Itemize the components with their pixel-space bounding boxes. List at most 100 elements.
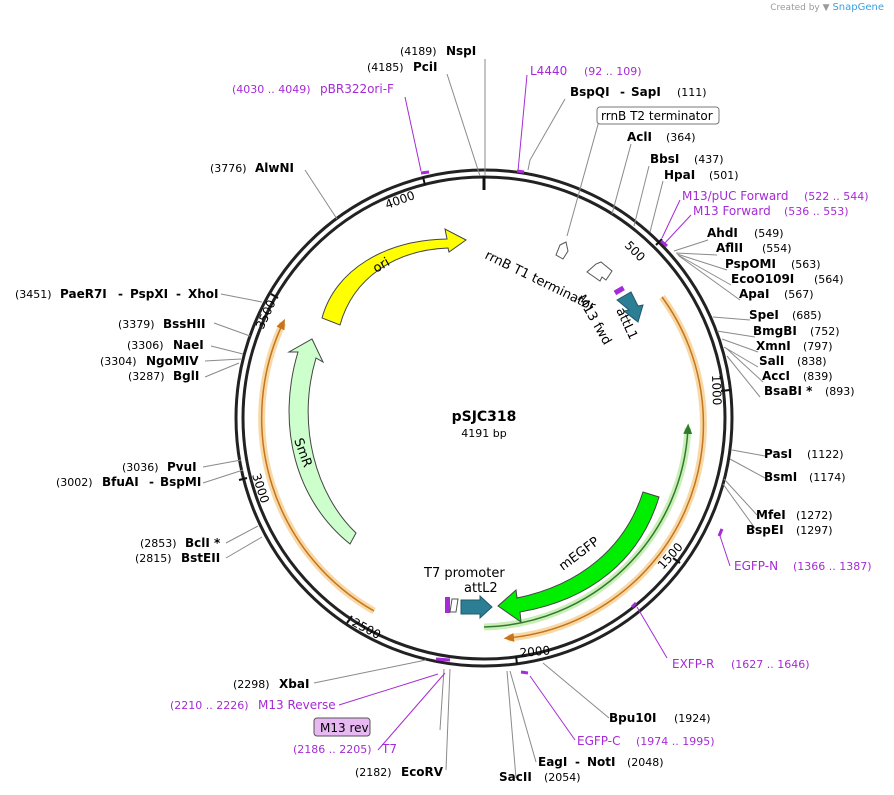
svg-text:NaeI: NaeI — [173, 338, 204, 352]
svg-text:(752): (752) — [810, 325, 840, 338]
svg-text:BsmI: BsmI — [764, 470, 797, 484]
svg-text:-: - — [575, 755, 580, 769]
credit-prefix: Created by — [770, 3, 820, 13]
svg-text:(685): (685) — [792, 309, 822, 322]
leader-lines-right — [439, 59, 766, 779]
primer-label-pbr322ori-f: (4030 .. 4049) pBR322ori-F — [232, 82, 394, 96]
orange-arc-left — [258, 321, 376, 615]
svg-text:BclI *: BclI * — [185, 536, 221, 550]
svg-text:(501): (501) — [709, 169, 739, 182]
svg-text:(364): (364) — [666, 131, 696, 144]
site-label-bfuai-bspmi: (3002) BfuAI - BspMI — [56, 475, 201, 489]
ori-label: ori — [371, 255, 393, 276]
svg-text:(3379): (3379) — [118, 318, 155, 331]
backbone-outer — [234, 168, 734, 668]
site-label-apai: ApaI (567) — [739, 287, 814, 301]
primer-label-m13-puc-forward: M13/pUC Forward (522 .. 544) — [682, 189, 869, 203]
svg-text:(111): (111) — [677, 86, 707, 99]
svg-text:rrnB T2 terminator: rrnB T2 terminator — [601, 109, 713, 123]
site-label-bpu10i: Bpu10I (1924) — [609, 711, 711, 725]
svg-text:PspXI: PspXI — [130, 287, 168, 301]
t7-promoter-feature — [449, 598, 459, 613]
svg-text:PaeR7I: PaeR7I — [60, 287, 107, 301]
svg-text:(1974 .. 1995): (1974 .. 1995) — [636, 735, 715, 748]
svg-text:BglI: BglI — [173, 369, 199, 383]
svg-text:NspI: NspI — [446, 44, 476, 58]
svg-text:AflII: AflII — [716, 241, 743, 255]
site-label-xbai: (2298) XbaI — [233, 677, 309, 691]
site-label-xmni: XmnI (797) — [756, 339, 833, 353]
svg-text:BstEII: BstEII — [181, 551, 220, 565]
svg-text:(2186 .. 2205): (2186 .. 2205) — [293, 743, 372, 756]
tick-label-4000: 4000 — [383, 188, 416, 212]
primer-label-m13-reverse: (2210 .. 2226) M13 Reverse — [170, 698, 336, 712]
svg-text:(1122): (1122) — [807, 448, 844, 461]
svg-text:-: - — [118, 287, 123, 301]
svg-text:AccI: AccI — [762, 369, 790, 383]
svg-text:SalI: SalI — [759, 354, 784, 368]
attl2-feature — [460, 594, 493, 620]
t7-marker — [445, 597, 450, 613]
tick-label-2000: 2000 — [519, 643, 551, 660]
site-label-bgli: (3287) BglI — [128, 369, 199, 383]
svg-text:SpeI: SpeI — [749, 308, 779, 322]
svg-text:BfuAI: BfuAI — [102, 475, 139, 489]
site-label-bbsi: BbsI (437) — [650, 152, 724, 166]
svg-text:(2298): (2298) — [233, 678, 270, 691]
svg-text:-: - — [176, 287, 181, 301]
plasmid-length: 4191 bp — [461, 427, 506, 440]
site-label-spei: SpeI (685) — [749, 308, 822, 322]
tick-label-500: 500 — [622, 238, 648, 264]
svg-text:(437): (437) — [694, 153, 724, 166]
svg-text:M13/pUC Forward: M13/pUC Forward — [682, 189, 789, 203]
svg-text:(563): (563) — [791, 258, 821, 271]
svg-text:AclI: AclI — [627, 130, 652, 144]
svg-text:M13 Forward: M13 Forward — [693, 204, 771, 218]
svg-text:PciI: PciI — [413, 60, 438, 74]
svg-text:(2054): (2054) — [544, 771, 581, 784]
site-label-ahdi: AhdI (549) — [707, 226, 784, 240]
svg-text:(554): (554) — [762, 242, 792, 255]
svg-text:(797): (797) — [803, 340, 833, 353]
svg-text:BsaBI *: BsaBI * — [764, 384, 813, 398]
svg-text:NgoMIV: NgoMIV — [146, 354, 199, 368]
svg-text:(839): (839) — [803, 370, 833, 383]
ori-feature — [321, 228, 467, 326]
svg-text:XhoI: XhoI — [188, 287, 219, 301]
svg-text:BmgBI: BmgBI — [753, 324, 797, 338]
svg-text:EcoO109I: EcoO109I — [731, 272, 794, 286]
svg-text:(1924): (1924) — [674, 712, 711, 725]
site-label-bsshii: (3379) BssHII — [118, 317, 205, 331]
rrnb-t2-box: rrnB T2 terminator — [596, 106, 720, 125]
site-label-acli: AclI (364) — [627, 130, 696, 144]
svg-text:-: - — [149, 475, 154, 489]
svg-text:(3036): (3036) — [122, 461, 159, 474]
site-label-bspei: BspEI (1297) — [746, 523, 833, 537]
svg-text:EcoRV: EcoRV — [401, 765, 444, 779]
primer-label-l4440: L4440 (92 .. 109) — [530, 64, 642, 78]
tick-label-3500: 3500 — [253, 298, 279, 332]
snapgene-logo-icon: ▼ — [822, 3, 830, 13]
site-label-pcii: (4185) PciI — [367, 60, 438, 74]
primer-marks — [420, 169, 724, 675]
svg-text:XmnI: XmnI — [756, 339, 791, 353]
svg-text:(3306): (3306) — [127, 339, 164, 352]
svg-text:(1297): (1297) — [796, 524, 833, 537]
svg-text:T7: T7 — [381, 742, 397, 756]
smr-feature — [287, 338, 357, 545]
svg-text:(4185): (4185) — [367, 61, 404, 74]
svg-text:PvuI: PvuI — [167, 460, 197, 474]
tick-label-1000: 1000 — [709, 375, 724, 406]
svg-text:BspEI: BspEI — [746, 523, 784, 537]
svg-text:(564): (564) — [814, 273, 844, 286]
svg-text:(536 .. 553): (536 .. 553) — [784, 205, 849, 218]
attl1-feature — [616, 291, 644, 323]
svg-text:SacII: SacII — [499, 770, 532, 784]
svg-text:(2182): (2182) — [355, 766, 392, 779]
site-label-ngomiv: (3304) NgoMIV — [100, 354, 199, 368]
svg-text:M13 Reverse: M13 Reverse — [258, 698, 336, 712]
svg-text:M13 rev: M13 rev — [320, 721, 369, 735]
svg-text:EagI: EagI — [538, 755, 567, 769]
svg-text:-: - — [620, 85, 625, 99]
site-label-bsmi: BsmI (1174) — [764, 470, 846, 484]
